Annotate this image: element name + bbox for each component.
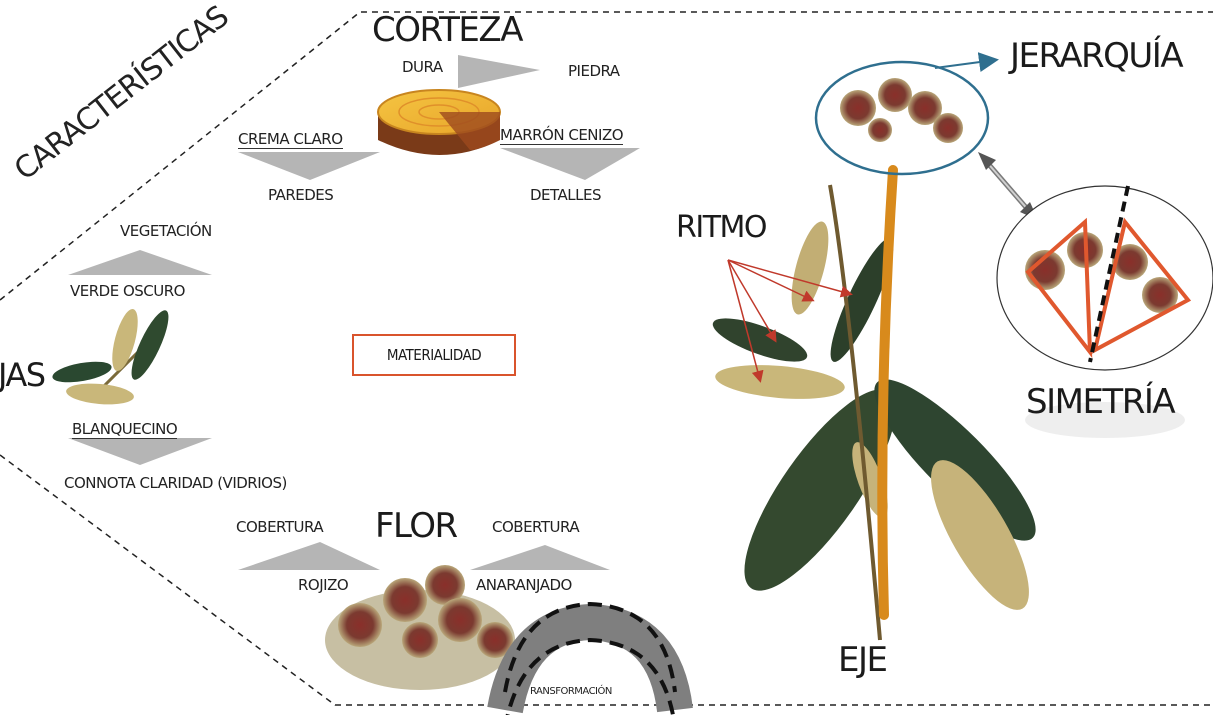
triangle-marron-detalles (500, 148, 640, 180)
label-vegetacion: VEGETACIÓN (120, 222, 212, 240)
materialidad-box: MATERIALIDAD (352, 334, 516, 376)
label-ritmo: RITMO (676, 210, 768, 245)
triangle-vegetacion (68, 250, 212, 275)
label-cobertura-left: COBERTURA (236, 518, 324, 536)
double-arrow (978, 152, 1038, 220)
label-verde-oscuro: VERDE OSCURO (70, 282, 185, 300)
title-flor: FLOR (375, 506, 458, 546)
hierarchy-highlight (814, 52, 999, 176)
label-crema-claro: CREMA CLARO (238, 130, 343, 149)
label-rojizo: ROJIZO (298, 576, 349, 594)
dashed-frame (0, 11, 1213, 706)
plant-illustration (712, 78, 1036, 641)
transformation-arrow (487, 601, 693, 715)
gray-triangle-markers (68, 55, 640, 570)
flower-cluster-image (325, 565, 515, 690)
label-eje: EJE (838, 640, 888, 680)
triangle-dura-piedra (458, 55, 540, 88)
label-transformacion: RANSFORMACIÓN (530, 686, 612, 697)
label-dura: DURA (402, 58, 443, 76)
triangle-cobertura-right (470, 545, 610, 570)
label-simetria: SIMETRÍA (1026, 382, 1176, 422)
triangle-crema-paredes (238, 152, 380, 180)
label-paredes: PAREDES (268, 186, 334, 204)
label-piedra: PIEDRA (568, 62, 620, 80)
triangle-cobertura-left (238, 542, 380, 570)
wood-log-image (377, 89, 501, 155)
label-cobertura-right: COBERTURA (492, 518, 580, 536)
leaf-branch-image (52, 308, 169, 405)
label-blanquecino: BLANQUECINO (72, 420, 178, 439)
rhythm-arrows (727, 259, 853, 383)
symmetry-highlight (996, 185, 1213, 438)
triangle-blanquecino (68, 438, 212, 465)
label-anaranjado: ANARANJADO (476, 576, 572, 594)
title-jas: JAS (0, 356, 46, 394)
label-connota: CONNOTA CLARIDAD (VIDRIOS) (64, 474, 287, 492)
label-detalles: DETALLES (530, 186, 602, 204)
title-corteza: CORTEZA (372, 10, 523, 50)
label-jerarquia: JERARQUÍA (1010, 36, 1184, 76)
label-marron-cenizo: MARRÓN CENIZO (500, 126, 624, 145)
